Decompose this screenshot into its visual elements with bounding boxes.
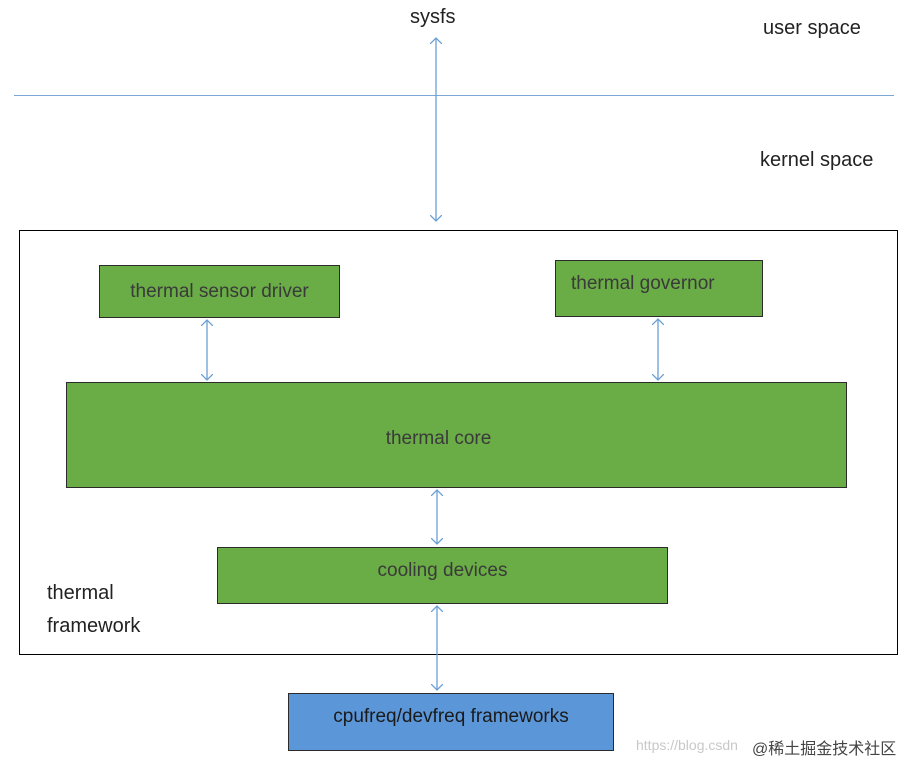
thermal-core-label: thermal core (385, 428, 492, 449)
thermal-framework-label-line2: framework (47, 615, 141, 637)
thermal-framework-label-line1: thermal (47, 582, 114, 604)
cooling-devices-box: cooling devices (217, 547, 668, 604)
thermal-sensor-driver-label: thermal sensor driver (130, 280, 309, 302)
thermal-governor-label: thermal governor (571, 273, 715, 294)
thermal-governor-box: thermal governor (555, 260, 763, 317)
cpufreq-devfreq-frameworks-box: cpufreq/devfreq frameworks (288, 693, 614, 751)
thermal-framework-container (19, 230, 898, 655)
kernel-space-label: kernel space (760, 149, 874, 171)
watermark-site: @稀土掘金技术社区 (752, 741, 897, 758)
thermal-core-box: thermal core (66, 382, 847, 488)
sysfs-label: sysfs (410, 6, 456, 28)
user-space-label: user space (763, 17, 861, 39)
cpufreq-devfreq-frameworks-label: cpufreq/devfreq frameworks (333, 706, 569, 727)
watermark-url: https://blog.csdn (636, 737, 738, 753)
thermal-sensor-driver-box: thermal sensor driver (99, 265, 340, 318)
cooling-devices-label: cooling devices (377, 560, 508, 581)
user-kernel-divider (14, 95, 894, 96)
